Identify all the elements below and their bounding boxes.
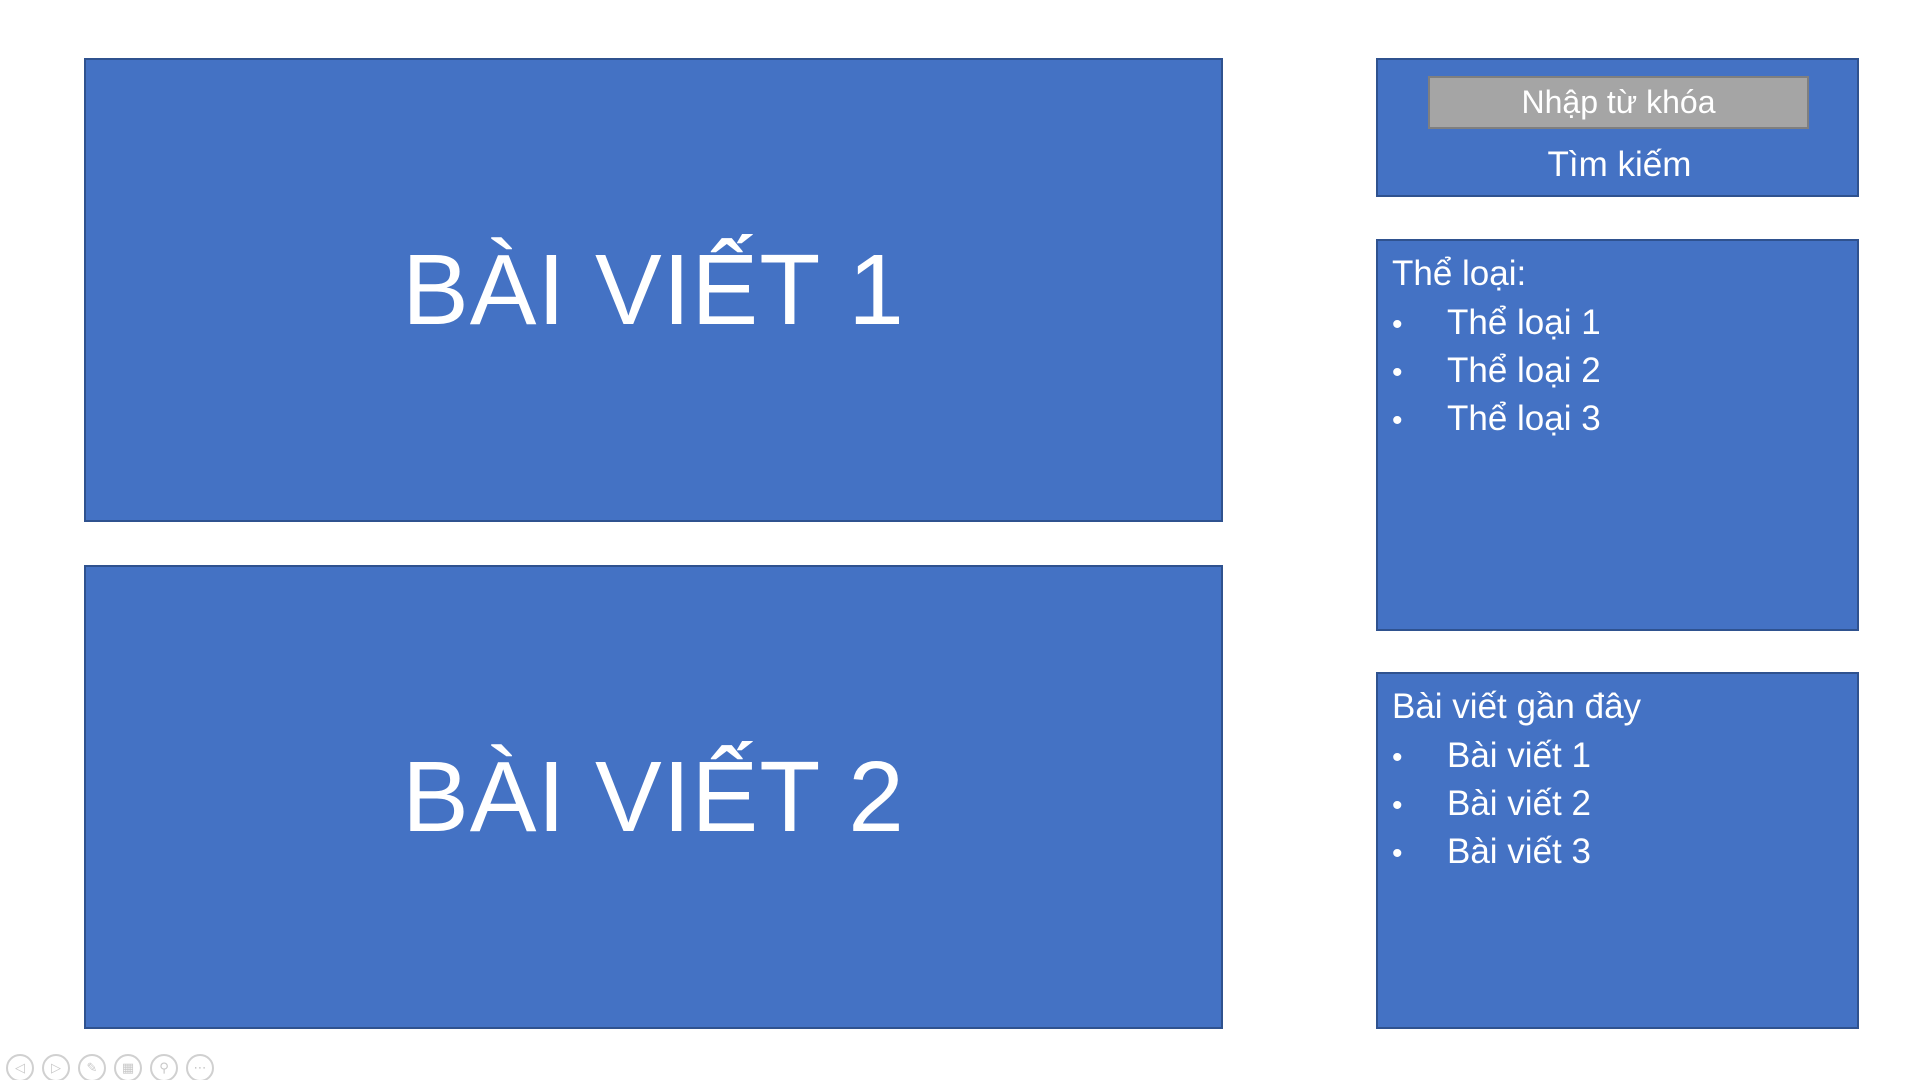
category-item[interactable]: • Thể loại 2 xyxy=(1392,347,1601,395)
post-title: BÀI VIẾT 2 xyxy=(402,741,905,853)
category-label: Thể loại 1 xyxy=(1447,303,1601,342)
recent-post-label: Bài viết 2 xyxy=(1447,784,1591,823)
recent-post-label: Bài viết 1 xyxy=(1447,736,1591,775)
recent-posts-widget: Bài viết gần đây • Bài viết 1 • Bài viết 2… xyxy=(1376,672,1859,1029)
recent-post-item[interactable]: • Bài viết 1 xyxy=(1392,732,1591,780)
recent-post-item[interactable]: • Bài viết 3 xyxy=(1392,828,1591,876)
zoom-icon[interactable]: ⚲ xyxy=(150,1054,178,1080)
recent-posts-list: • Bài viết 1 • Bài viết 2 • Bài viết 3 xyxy=(1392,732,1591,876)
search-widget: Tìm kiếm xyxy=(1376,58,1859,197)
presenter-toolbar: ◁ ▷ ✎ ▦ ⚲ ⋯ xyxy=(6,1054,214,1080)
more-options-icon[interactable]: ⋯ xyxy=(186,1054,214,1080)
categories-heading: Thể loại: xyxy=(1392,254,1527,293)
previous-slide-icon[interactable]: ◁ xyxy=(6,1054,34,1080)
post-title: BÀI VIẾT 1 xyxy=(402,234,905,346)
post-card-2[interactable]: BÀI VIẾT 2 xyxy=(84,565,1223,1029)
pen-icon[interactable]: ✎ xyxy=(78,1054,106,1080)
bullet-icon: • xyxy=(1392,404,1403,437)
next-slide-icon[interactable]: ▷ xyxy=(42,1054,70,1080)
search-button[interactable]: Tìm kiếm xyxy=(1478,140,1761,190)
bullet-icon: • xyxy=(1392,837,1403,870)
category-item[interactable]: • Thể loại 1 xyxy=(1392,299,1601,347)
category-label: Thể loại 3 xyxy=(1447,399,1601,438)
recent-post-item[interactable]: • Bài viết 2 xyxy=(1392,780,1591,828)
category-label: Thể loại 2 xyxy=(1447,351,1601,390)
see-all-slides-icon[interactable]: ▦ xyxy=(114,1054,142,1080)
search-input[interactable] xyxy=(1428,76,1809,129)
bullet-icon: • xyxy=(1392,789,1403,822)
categories-list: • Thể loại 1 • Thể loại 2 • Thể loại 3 xyxy=(1392,299,1601,443)
recent-posts-heading: Bài viết gần đây xyxy=(1392,687,1642,726)
bullet-icon: • xyxy=(1392,356,1403,389)
post-card-1[interactable]: BÀI VIẾT 1 xyxy=(84,58,1223,522)
bullet-icon: • xyxy=(1392,308,1403,341)
category-item[interactable]: • Thể loại 3 xyxy=(1392,395,1601,443)
bullet-icon: • xyxy=(1392,741,1403,774)
categories-widget: Thể loại: • Thể loại 1 • Thể loại 2 • Thể l… xyxy=(1376,239,1859,631)
recent-post-label: Bài viết 3 xyxy=(1447,832,1591,871)
